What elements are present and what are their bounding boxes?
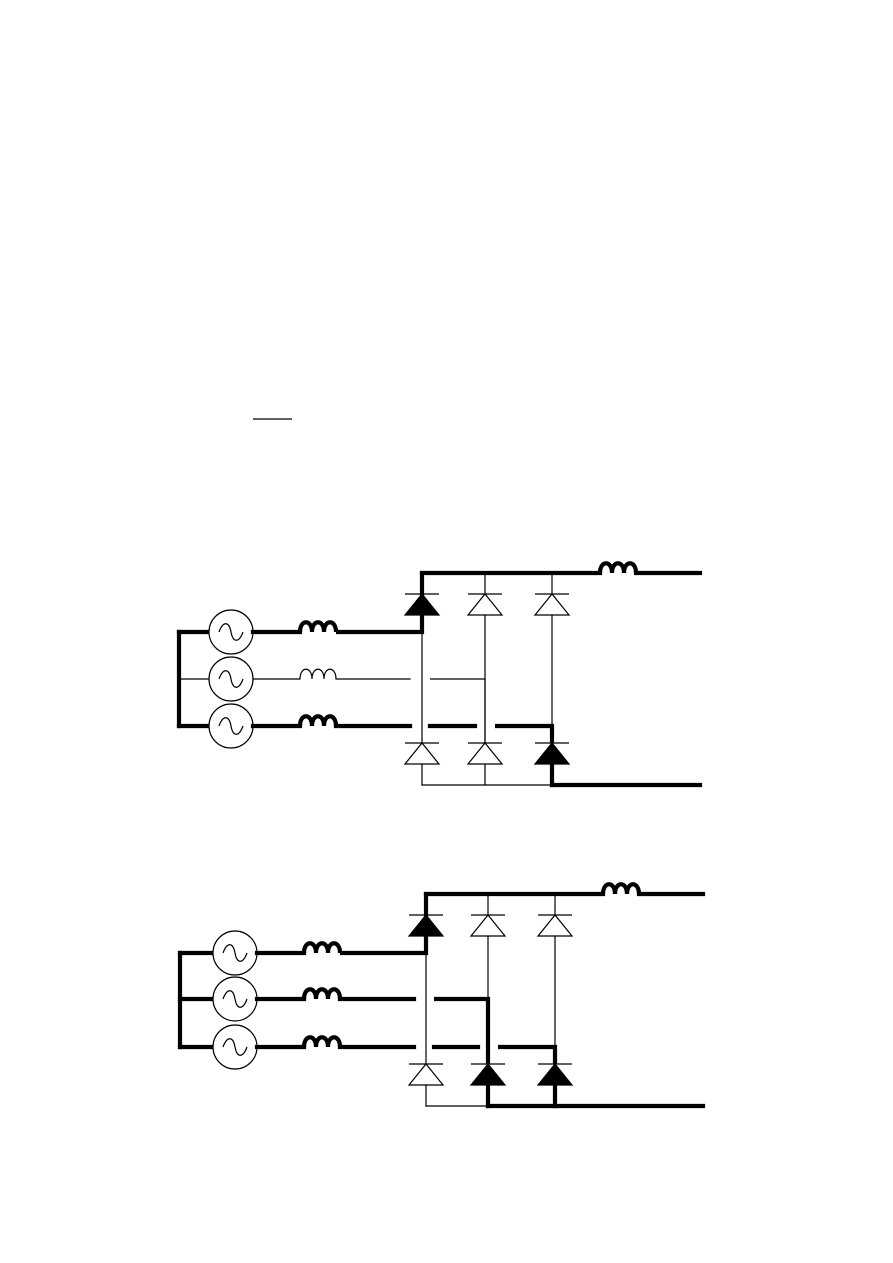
dc-inductor <box>600 882 642 895</box>
sine-wave-icon <box>218 717 244 735</box>
diode-icon <box>536 914 574 937</box>
upper-diode-1 <box>403 593 441 616</box>
upper-diode-1 <box>407 914 445 937</box>
inductor-coil-icon <box>301 987 343 1000</box>
diode-icon <box>466 593 504 616</box>
upper-diode-3 <box>536 914 574 937</box>
diode-icon <box>533 593 571 616</box>
line-inductor-1 <box>297 620 339 633</box>
inductor-coil-icon <box>301 1035 343 1048</box>
lower-diode-1 <box>403 742 441 765</box>
inductor-coil-icon <box>297 620 339 633</box>
phase-1-conductor <box>340 936 429 956</box>
diode-icon <box>466 742 504 765</box>
dc-inductor <box>597 561 639 574</box>
inductor-coil-icon <box>299 668 337 680</box>
diode-conducting-icon <box>469 1063 507 1086</box>
inductor-coil-icon <box>597 561 639 574</box>
diode-conducting-icon <box>403 593 441 616</box>
sine-wave-icon <box>222 1038 248 1056</box>
ac-source-3 <box>208 703 254 749</box>
lower-diode-3 <box>533 742 571 765</box>
phase-2-tap <box>430 678 486 743</box>
upper-diode-2 <box>469 914 507 937</box>
phase-1-conductor <box>336 615 425 635</box>
ac-source-2 <box>208 656 254 702</box>
line-inductor-3 <box>301 1035 343 1048</box>
line-inductor-2 <box>299 668 337 680</box>
rectifier-circuit-top <box>176 561 703 788</box>
inductor-coil-icon <box>600 882 642 895</box>
ac-source-2 <box>212 976 258 1022</box>
upper-diode-2 <box>466 593 504 616</box>
sine-wave-icon <box>222 944 248 962</box>
lower-diode-3 <box>536 1063 574 1086</box>
line-inductor-3 <box>297 714 339 727</box>
sine-wave-icon <box>218 670 244 688</box>
diode-icon <box>469 914 507 937</box>
lower-diode-2 <box>469 1063 507 1086</box>
line-inductor-2 <box>301 987 343 1000</box>
lower-diode-1 <box>407 1063 445 1086</box>
phase-3-tap <box>498 1044 558 1064</box>
sine-wave-icon <box>218 623 244 641</box>
diode-icon <box>403 742 441 765</box>
diode-conducting-icon <box>536 1063 574 1086</box>
ac-source-1 <box>212 930 258 976</box>
diode-icon <box>407 1063 445 1086</box>
phase-3-tap <box>495 723 555 743</box>
diode-conducting-icon <box>533 742 571 765</box>
phase-2-tap <box>434 996 491 1064</box>
inductor-coil-icon <box>301 941 343 954</box>
rectifier-circuit-bottom <box>177 882 706 1109</box>
sine-wave-icon <box>222 990 248 1008</box>
ac-source-3 <box>212 1024 258 1070</box>
line-inductor-1 <box>301 941 343 954</box>
ac-source-1 <box>208 609 254 655</box>
upper-diode-3 <box>533 593 571 616</box>
inductor-coil-icon <box>297 714 339 727</box>
lower-diode-2 <box>466 742 504 765</box>
diode-conducting-icon <box>407 914 445 937</box>
